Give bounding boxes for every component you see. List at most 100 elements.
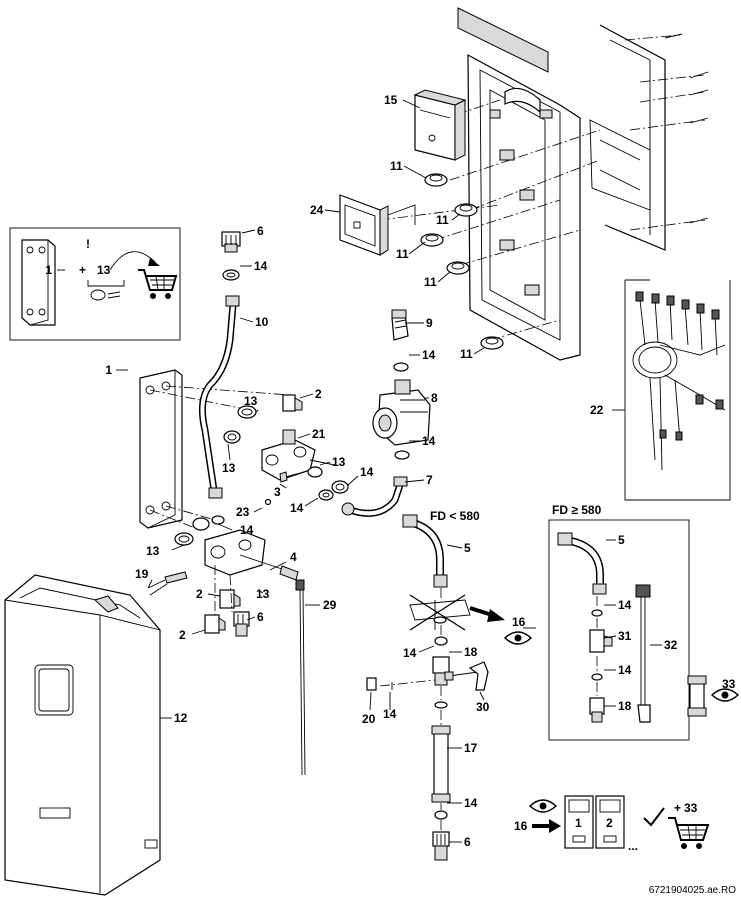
part-13-oring-c (307, 466, 349, 494)
checkmark-icon (643, 807, 665, 827)
label-part-7: 7 (426, 473, 433, 487)
eye-icon (528, 799, 558, 813)
label-part-20: 20 (362, 712, 376, 726)
part-14-seal-g (434, 701, 448, 709)
label-part-5-small: 5 (464, 541, 471, 555)
label-part-14-h: 14 (464, 796, 478, 810)
label-module-1: 1 (575, 816, 582, 830)
part-33-fitting (687, 675, 707, 717)
label-part-18: 18 (464, 645, 478, 659)
label-part-1: 1 (105, 363, 112, 377)
part-labels: 1 ! + 13 1 6 14 10 2 13 13 21 13 14 3 14… (45, 93, 736, 896)
leader-lines (57, 99, 662, 843)
label-part-11-b: 11 (436, 213, 449, 227)
part-13-oring-d (174, 532, 194, 546)
part-13-oring-b (223, 430, 241, 444)
label-ellipsis: ... (628, 839, 638, 853)
label-part-14-mid: 14 (360, 465, 374, 479)
part-14-seal-e (211, 515, 225, 525)
replacement-arrow (469, 606, 505, 622)
label-part-30: 30 (476, 700, 490, 714)
label-part-14-e: 14 (422, 434, 436, 448)
label-part-19: 19 (135, 567, 149, 581)
part-29-sensor-cable (295, 579, 306, 776)
part-19-sensor (147, 571, 188, 596)
label-part-14-top: 14 (254, 259, 268, 273)
shopping-cart-icon (138, 269, 178, 299)
part-17-pipe (431, 725, 451, 803)
label-part-6-low: 6 (257, 610, 264, 624)
label-part-3: 3 (274, 485, 281, 499)
label-part-14-b: 14 (290, 501, 304, 515)
label-part-18-large: 18 (618, 699, 632, 713)
label-part-24: 24 (310, 203, 324, 217)
part-13-oring-e (192, 517, 210, 531)
label-part-2-low: 2 (179, 628, 186, 642)
header-fd-small: FD < 580 (430, 509, 480, 523)
module-legend (528, 795, 710, 849)
part-10-hose (198, 295, 240, 499)
label-plus-33: + (674, 801, 681, 815)
part-5-pipe-small (402, 514, 448, 588)
part-14-seal-d (394, 450, 410, 460)
mounting-frame (457, 7, 666, 361)
eye-icon (503, 631, 533, 645)
shopping-cart-icon (668, 817, 710, 849)
label-part-21: 21 (312, 427, 326, 441)
label-part-14-i: 14 (618, 598, 632, 612)
label-part-13-a: 13 (244, 394, 258, 408)
part-11-clips (420, 173, 504, 350)
part-2-sensor-lower (204, 589, 241, 634)
label-part-8: 8 (431, 391, 438, 405)
eye-icon (710, 688, 740, 702)
document-code: 6721904025.ae.RO (649, 885, 737, 896)
label-part-11-a: 11 (390, 159, 403, 173)
part-3-screw (279, 471, 301, 483)
part-6-fitting-lower (233, 611, 250, 637)
part-24-display (339, 194, 416, 256)
part-23-pin (264, 498, 272, 506)
label-part-13-e: 13 (256, 587, 270, 601)
part-8-pump (372, 379, 431, 446)
part-18-tee-fitting (432, 656, 479, 686)
label-plus: + (79, 263, 86, 277)
label-part-13-d: 13 (146, 544, 160, 558)
label-part-13-inset: 13 (97, 263, 111, 277)
label-part-1-inset: 1 (45, 263, 52, 277)
label-part-29: 29 (323, 598, 337, 612)
part-2-sensor-top (282, 394, 303, 412)
label-part-9: 9 (426, 316, 433, 330)
label-part-10: 10 (255, 315, 269, 329)
label-part-11-d: 11 (424, 275, 437, 289)
part-14-seal-h (434, 810, 448, 820)
frame-screws (624, 33, 709, 231)
label-part-11-e: 11 (460, 347, 473, 361)
label-part-16-a: 16 (512, 615, 526, 629)
part-15-controller (413, 89, 467, 161)
label-part-22: 22 (590, 403, 604, 417)
part-12-casing (4, 574, 161, 896)
label-part-11-c: 11 (396, 247, 409, 261)
label-part-14-d: 14 (422, 348, 436, 362)
label-part-12: 12 (174, 711, 188, 725)
label-part-32: 32 (664, 638, 678, 652)
part-1-heat-exchanger (139, 369, 291, 531)
label-part-6-top: 6 (257, 224, 264, 238)
assembly-lines-top (379, 99, 601, 341)
label-part-16-b: 16 (514, 819, 528, 833)
label-part-2-top: 2 (315, 387, 322, 401)
part-30-elbow (468, 661, 489, 691)
label-part-13-c: 13 (332, 455, 346, 469)
label-part-31: 31 (618, 629, 632, 643)
label-part-4: 4 (290, 550, 297, 564)
label-part-33: 33 (722, 677, 736, 691)
label-module-2: 2 (606, 816, 613, 830)
lower-valve-block (204, 529, 299, 581)
label-exclamation: ! (86, 237, 90, 251)
crossed-out-section (409, 594, 471, 631)
part-6-fitting-top (221, 231, 241, 253)
label-part-15: 15 (384, 93, 398, 107)
part-9-fitting (391, 309, 409, 341)
